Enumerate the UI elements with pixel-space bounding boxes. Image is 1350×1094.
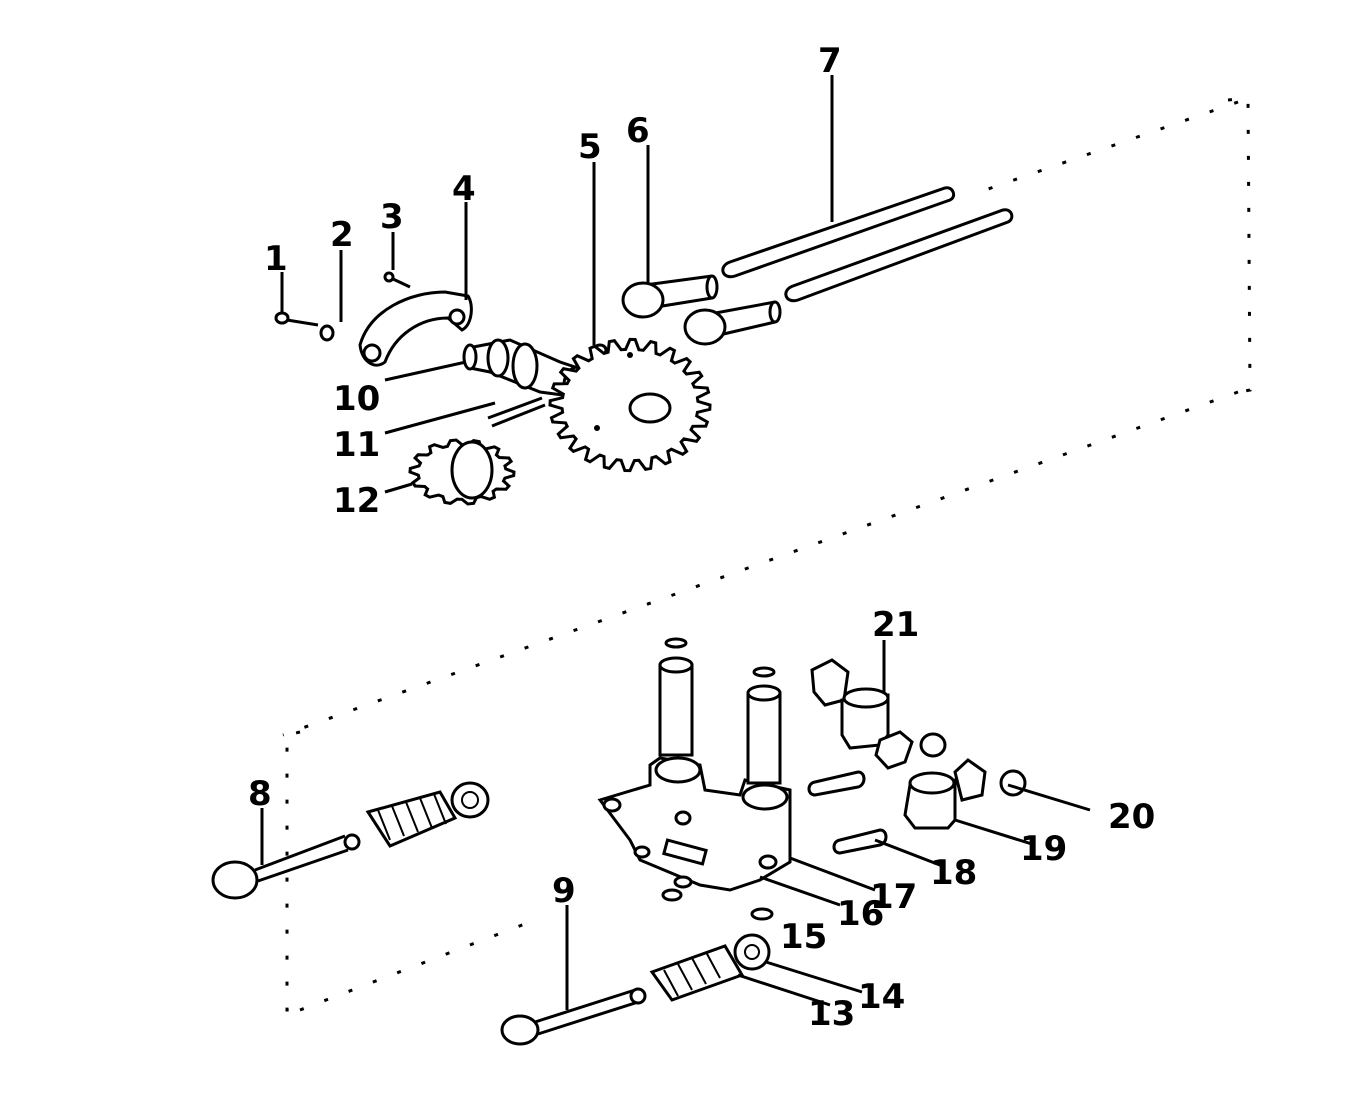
sleeve-right bbox=[746, 666, 782, 785]
callout-6: 6 bbox=[626, 111, 650, 151]
part-6-tappet-lower bbox=[683, 300, 782, 346]
part-15-clip bbox=[750, 907, 774, 921]
sleeve-left bbox=[658, 637, 694, 757]
callout-1: 1 bbox=[264, 239, 288, 279]
leader-lines bbox=[260, 75, 1091, 1010]
callout-9: 9 bbox=[552, 871, 576, 911]
part-3-screw bbox=[383, 271, 411, 289]
part-19-fitting bbox=[903, 758, 987, 830]
callout-labels: 1 2 3 4 5 6 7 10 11 12 8 9 21 20 19 18 1… bbox=[248, 41, 1155, 1034]
part-9-valve bbox=[500, 987, 647, 1046]
part-17-pin bbox=[807, 770, 866, 797]
callout-15: 15 bbox=[780, 917, 827, 957]
part-16-guide-bracket bbox=[597, 756, 792, 892]
callout-4: 4 bbox=[452, 169, 476, 209]
callout-20: 20 bbox=[1108, 797, 1155, 837]
washer-below-bracket bbox=[661, 875, 693, 902]
part-6-tappet-upper bbox=[621, 274, 719, 319]
part-21-elbow-fitting bbox=[810, 658, 947, 770]
part-14-retainer bbox=[733, 933, 771, 971]
part-20-nut bbox=[999, 769, 1027, 797]
callout-7: 7 bbox=[818, 41, 842, 81]
cam-gear bbox=[548, 337, 712, 473]
part-7-pushrod-upper bbox=[721, 186, 956, 279]
callout-18: 18 bbox=[930, 853, 977, 893]
part-8-spring bbox=[365, 781, 490, 848]
part-8-valve bbox=[211, 833, 361, 900]
callout-13: 13 bbox=[808, 994, 855, 1034]
part-11-shaft bbox=[487, 396, 546, 428]
part-1-bolt bbox=[274, 311, 319, 327]
callout-14: 14 bbox=[858, 977, 905, 1017]
callout-16: 16 bbox=[837, 894, 884, 934]
callout-17: 17 bbox=[870, 877, 917, 917]
part-7-pushrod-lower bbox=[784, 208, 1014, 303]
part-2-washer bbox=[319, 324, 335, 342]
part-18-pin bbox=[832, 828, 888, 855]
part-13-spring bbox=[649, 944, 745, 1002]
callout-11: 11 bbox=[333, 425, 380, 465]
callout-5: 5 bbox=[578, 127, 602, 167]
callout-8: 8 bbox=[248, 774, 272, 814]
part-12-crank-gear bbox=[408, 438, 516, 506]
part-4-rocker-arm bbox=[358, 290, 473, 367]
callout-19: 19 bbox=[1020, 829, 1067, 869]
callout-12: 12 bbox=[333, 481, 380, 521]
callout-21: 21 bbox=[872, 605, 919, 645]
callout-2: 2 bbox=[330, 215, 354, 255]
callout-10: 10 bbox=[333, 379, 380, 419]
callout-3: 3 bbox=[380, 197, 404, 237]
